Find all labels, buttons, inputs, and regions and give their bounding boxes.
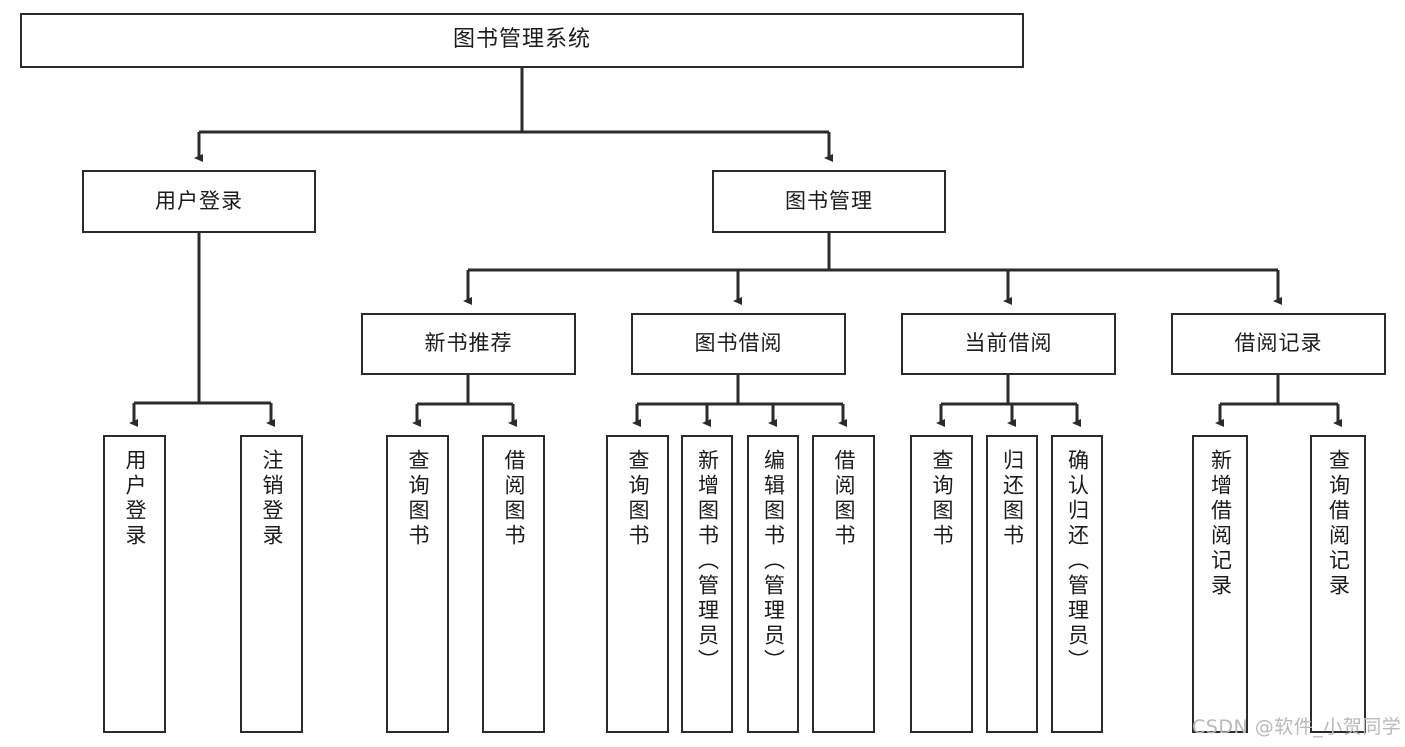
node-new-book-rec[interactable]: 新书推荐 [361, 313, 576, 375]
node-leaf-user-logout[interactable]: 注销登录 [240, 435, 303, 733]
node-label: 新书推荐 [424, 331, 513, 356]
node-leaf-add-record[interactable]: 新增借阅记录 [1192, 435, 1248, 733]
node-label: 图书管理系统 [452, 27, 591, 53]
node-label: 用户登录 [155, 188, 243, 213]
csdn-watermark: CSDN @软件_小贺同学 [1192, 716, 1402, 738]
node-label: 当前借阅 [964, 331, 1053, 356]
node-leaf-return-book[interactable]: 归还图书 [986, 435, 1038, 733]
node-leaf-query-book-2[interactable]: 查询图书 [606, 435, 669, 733]
node-label: 新增图书（管理员） [695, 449, 720, 674]
node-label: 查询借阅记录 [1326, 449, 1351, 599]
node-leaf-add-book[interactable]: 新增图书（管理员） [681, 435, 733, 733]
node-current-borrow[interactable]: 当前借阅 [901, 313, 1116, 375]
node-label: 编辑图书（管理员） [761, 449, 786, 674]
node-borrow-record[interactable]: 借阅记录 [1171, 313, 1386, 375]
node-label: 注销登录 [260, 449, 284, 549]
node-label: 用户登录 [123, 449, 147, 549]
node-label: 新增借阅记录 [1208, 449, 1233, 599]
node-leaf-confirm-return[interactable]: 确认归还（管理员） [1051, 435, 1103, 733]
node-label: 查询图书 [626, 449, 650, 549]
node-leaf-query-book-1[interactable]: 查询图书 [386, 435, 449, 733]
node-leaf-borrow-book-2[interactable]: 借阅图书 [812, 435, 875, 733]
node-leaf-borrow-book-1[interactable]: 借阅图书 [482, 435, 545, 733]
node-label: 借阅记录 [1234, 331, 1323, 356]
node-leaf-user-login[interactable]: 用户登录 [103, 435, 166, 733]
node-label: 查询图书 [930, 449, 954, 549]
node-label: 借阅图书 [502, 449, 526, 549]
node-label: 归还图书 [1000, 449, 1025, 549]
node-root[interactable]: 图书管理系统 [20, 13, 1024, 68]
node-user-login[interactable]: 用户登录 [82, 170, 316, 233]
node-label: 确认归还（管理员） [1065, 449, 1090, 674]
node-label: 借阅图书 [832, 449, 856, 549]
node-label: 查询图书 [406, 449, 430, 549]
node-label: 图书借阅 [694, 331, 783, 356]
node-book-borrow[interactable]: 图书借阅 [631, 313, 846, 375]
node-label: 图书管理 [785, 188, 873, 213]
node-leaf-query-record[interactable]: 查询借阅记录 [1310, 435, 1366, 733]
node-leaf-query-book-3[interactable]: 查询图书 [910, 435, 973, 733]
node-leaf-edit-book[interactable]: 编辑图书（管理员） [747, 435, 799, 733]
node-book-manage[interactable]: 图书管理 [712, 170, 946, 233]
